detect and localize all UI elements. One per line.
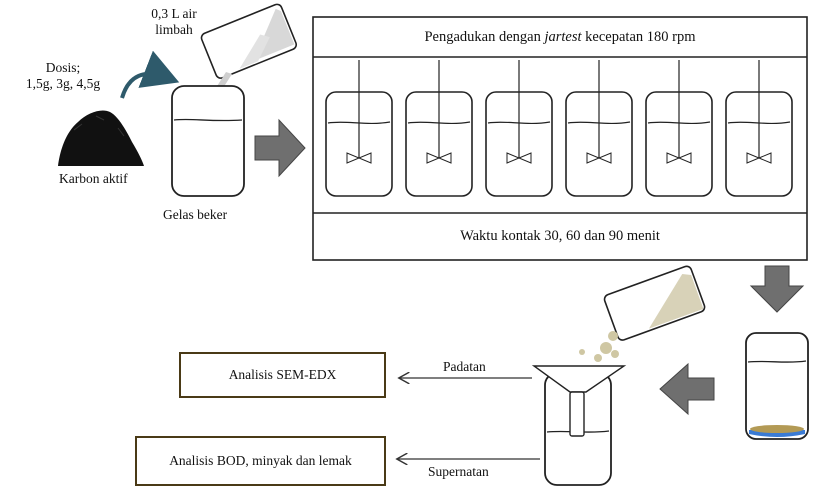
sediment-drops	[579, 331, 619, 362]
sem-edx-box: Analisis SEM-EDX	[179, 352, 386, 398]
jar-2	[405, 60, 473, 197]
jar-1	[325, 60, 393, 197]
beaker	[171, 85, 245, 197]
bod-analysis-box: Analisis BOD, minyak dan lemak	[135, 436, 386, 486]
settled-bottle	[603, 265, 706, 341]
jar-5	[645, 60, 713, 197]
arrow-to-jartest	[254, 118, 306, 178]
jartest-title: Pengadukan dengan jartest kecepatan 180 …	[424, 28, 696, 45]
arrow-down	[749, 265, 805, 313]
jar-6	[725, 60, 793, 197]
wastewater-label: 0,3 L air limbah	[151, 6, 197, 37]
settled-jar	[745, 332, 809, 440]
filtration-setup	[531, 365, 627, 486]
supernatan-label: Supernatan	[428, 464, 489, 479]
padatan-label: Padatan	[443, 359, 486, 374]
wastewater-bottle	[200, 3, 298, 79]
carbon-label: Karbon aktif	[59, 171, 128, 186]
jar-3	[485, 60, 553, 197]
beaker-label: Gelas beker	[163, 207, 228, 222]
contact-time: Waktu kontak 30, 60 dan 90 menit	[460, 228, 660, 244]
jar-4	[565, 60, 633, 197]
dose-label: Dosis; 1,5g, 3g, 4,5g	[25, 60, 101, 91]
arrow-to-filter	[659, 362, 715, 416]
dose-curve-arrow	[120, 50, 180, 99]
carbon-pile	[58, 110, 144, 166]
